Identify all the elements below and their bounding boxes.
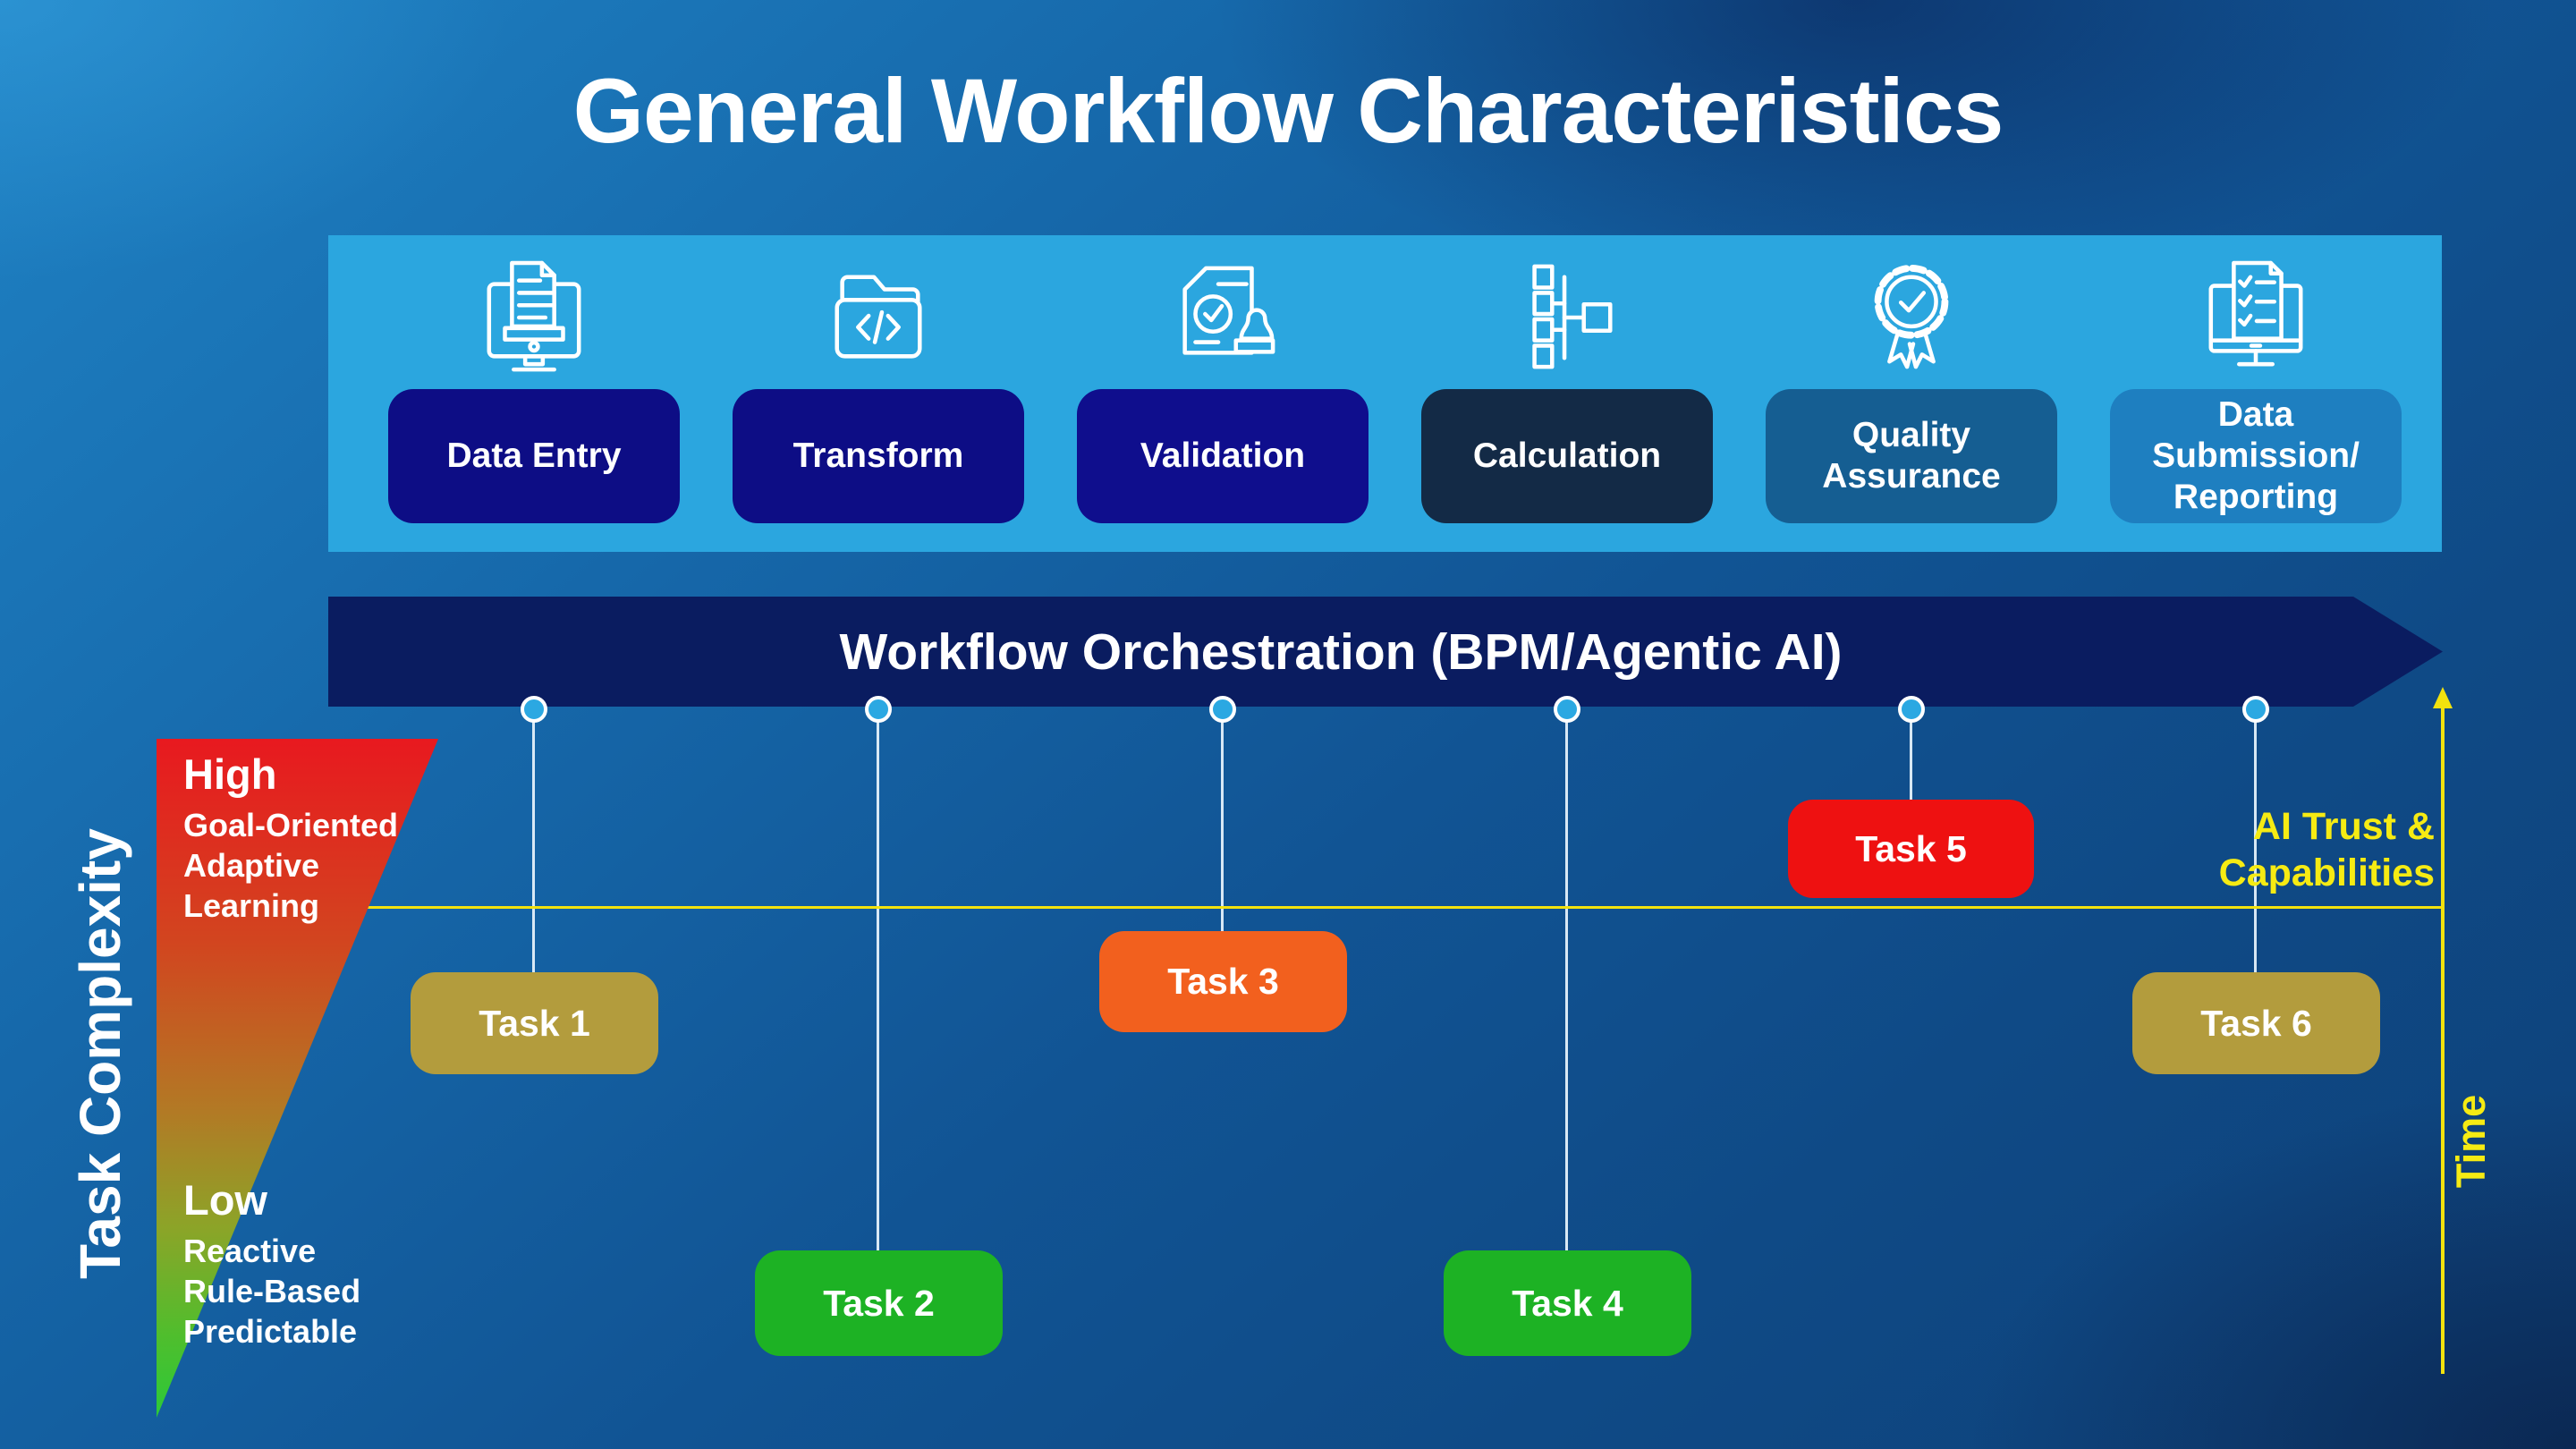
stage-label-data-submission: Data Submission/ Reporting [2110, 389, 2402, 523]
award-badge-icon [1854, 251, 1969, 384]
ai-trust-line1: AI Trust & [2252, 805, 2435, 848]
connector-line-5 [1910, 709, 1912, 800]
stage-col-data-entry: Data Entry [388, 235, 680, 552]
connector-dot-1 [521, 696, 547, 723]
connector-line-2 [877, 709, 879, 1250]
task-box-5: Task 5 [1788, 800, 2034, 898]
stage-label-calculation: Calculation [1421, 389, 1713, 523]
ai-trust-threshold-line [358, 906, 2443, 909]
connector-dot-2 [865, 696, 892, 723]
complexity-low-descriptors: Reactive Rule-Based Predictable [183, 1233, 361, 1350]
folder-code-icon [821, 251, 936, 384]
connector-dot-4 [1554, 696, 1580, 723]
stage-label-transform: Transform [733, 389, 1024, 523]
stage-col-quality-assurance: Quality Assurance [1766, 235, 2057, 552]
complexity-low-title: Low [183, 1176, 267, 1224]
page-title: General Workflow Characteristics [572, 60, 2004, 162]
flowchart-icon [1510, 251, 1624, 384]
connector-dot-3 [1209, 696, 1236, 723]
stage-col-data-submission: Data Submission/ Reporting [2110, 235, 2402, 552]
stage-label-data-entry: Data Entry [388, 389, 680, 523]
connector-dot-5 [1898, 696, 1925, 723]
task-box-2: Task 2 [755, 1250, 1003, 1356]
stage-label-quality-assurance: Quality Assurance [1766, 389, 2057, 523]
connector-line-1 [532, 709, 535, 972]
connector-line-4 [1565, 709, 1568, 1250]
ai-trust-capabilities-label: AI Trust & Capabilities [2219, 803, 2435, 897]
banner-label: Workflow Orchestration (BPM/Agentic AI) [839, 623, 1843, 681]
workflow-orchestration-banner: Workflow Orchestration (BPM/Agentic AI) [328, 597, 2443, 707]
connector-dot-6 [2242, 696, 2269, 723]
stage-col-validation: Validation [1077, 235, 1368, 552]
workflow-stages-panel: Data Entry Transform [328, 235, 2442, 552]
task-box-3: Task 3 [1099, 931, 1347, 1032]
stage-col-transform: Transform [733, 235, 1024, 552]
connector-line-6 [2254, 709, 2257, 972]
connector-line-3 [1221, 709, 1224, 931]
monitor-checklist-icon [2199, 251, 2313, 384]
complexity-high-title: High [183, 750, 277, 798]
time-axis [2441, 707, 2445, 1374]
time-axis-arrow-icon [2433, 687, 2453, 708]
stage-label-validation: Validation [1077, 389, 1368, 523]
task-box-1: Task 1 [411, 972, 658, 1074]
task-complexity-axis-label: Task Complexity [68, 828, 132, 1279]
task-box-6: Task 6 [2132, 972, 2380, 1074]
complexity-high-descriptors: Goal-Oriented Adaptive Learning [183, 807, 399, 924]
stage-col-calculation: Calculation [1421, 235, 1713, 552]
time-axis-label: Time [2448, 1094, 2494, 1189]
monitor-document-icon [477, 251, 591, 384]
document-stamp-icon [1165, 251, 1280, 384]
task-box-4: Task 4 [1444, 1250, 1691, 1356]
ai-trust-line2: Capabilities [2218, 852, 2435, 895]
